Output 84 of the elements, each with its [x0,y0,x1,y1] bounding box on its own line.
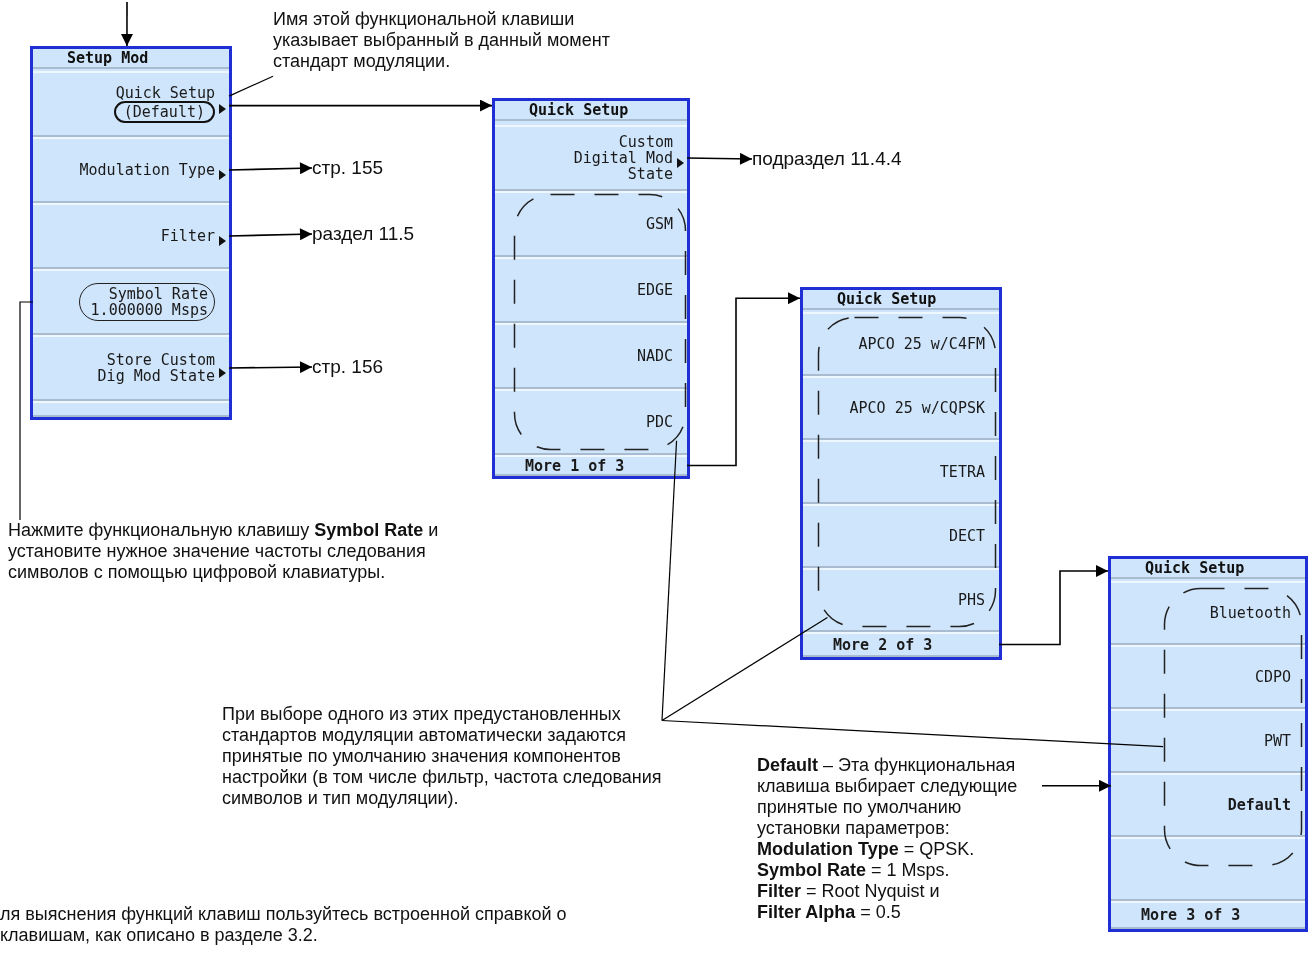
softkey-label: PDC [645,414,673,430]
arrow [686,292,801,467]
softkey-menu-panel [1108,556,1308,932]
softkey [495,389,687,455]
softkey-label: PWT [1263,733,1291,749]
softkey [495,191,687,257]
softkey [33,401,229,417]
menu-title: Quick Setup [1111,559,1305,579]
note-text: ля выяснения функций клавиш пользуйтесь встроенной справкой о клавишам, как описано в разделе 3.2. [0,904,568,946]
softkey-menu-panel [800,287,1002,660]
softkey-label: EDGE [636,282,673,298]
softkey [33,71,229,137]
callout-text: При выборе одного из этих предустановленных стандартов модуляции автоматически задаются принятые по умолчанию значения компонентов настройки (в том числе фильтр, частота следования символов и тип модуляции). [222,704,662,814]
callout-text: Имя этой функциональной клавиши указывает выбранный в данный момент стандарт модуляции. [273,9,613,89]
softkey-label: Quick Setup [115,85,215,101]
arrow [228,361,313,374]
softkey [803,312,999,376]
reference-text: стр. 155 [312,157,384,179]
softkey-label: (Default) [113,101,215,123]
softkey [495,125,687,191]
softkey-label: Custom Digital Mod State [572,134,673,182]
softkey-label: Bluetooth [1209,605,1291,621]
softkey-label: APCO 25 w/C4FM [858,336,985,352]
softkey [1111,837,1305,901]
softkey-label: GSM [645,216,673,232]
softkey [495,323,687,389]
softkey [1111,773,1305,837]
callout-text: Нажмите функциональную клавишу Symbol Rate и установите нужное значение частоты следования символов с помощью цифровой клавиатуры. [8,520,488,590]
softkey-label: DECT [948,528,985,544]
softkey [803,632,999,657]
softkey-label: More 3 of 3 [1141,907,1241,923]
arrow [1041,779,1112,792]
softkey [803,440,999,504]
dashed-outline [817,316,997,628]
softkey-label: More 2 of 3 [833,636,933,653]
reference-text: стр. 156 [312,356,384,378]
arrow [228,228,313,241]
softkey [1111,709,1305,773]
softkey-label: TETRA [939,464,985,480]
softkey-label: NADC [636,348,673,364]
softkey [33,335,229,401]
leader-line [661,440,678,722]
softkey [1111,901,1305,929]
softkey [803,568,999,632]
arrow [998,565,1109,646]
softkey [1111,581,1305,645]
menu-title: Setup Mod [33,49,229,69]
softkey [495,257,687,323]
arrow [686,152,753,165]
softkey [33,203,229,269]
dashed-outline [513,193,687,451]
softkey-menu-panel [492,98,690,479]
callout-line: Filter = Root Nyquist и [757,881,941,902]
leader-line [228,75,274,97]
leader-line [661,616,829,722]
softkey-label: Store Custom Dig Mod State [96,352,215,384]
menu-title: Quick Setup [803,290,999,310]
softkey [803,504,999,568]
leader-line [19,301,34,521]
softkey-label: Default [1227,797,1291,813]
softkey-label: More 1 of 3 [525,457,625,474]
softkey [33,269,229,335]
softkey-label: APCO 25 w/CQPSK [849,400,985,416]
menu-title: Quick Setup [495,101,687,121]
softkey [1111,645,1305,709]
callout-line: Symbol Rate = 1 Msps. [757,860,951,881]
softkey-label: Modulation Type [79,162,215,178]
arrow [228,162,313,175]
softkey-label: CDPO [1254,669,1291,685]
callout-line: Modulation Type = QPSK. [757,839,976,860]
softkey [33,137,229,203]
reference-text: раздел 11.5 [312,223,415,245]
softkey-label: PHS [957,592,985,608]
callout-line: Default – Эта функциональная клавиша выбирает следующие принятые по умолчанию установки параметров: [757,755,1019,839]
softkey-label: Filter [160,228,215,244]
reference-text: подраздел 11.4.4 [752,148,902,170]
callout-line: Filter Alpha = 0.5 [757,902,902,923]
softkey [803,376,999,440]
softkey-menu-panel [30,46,232,420]
softkey [495,455,687,476]
arrow [120,1,133,47]
dashed-outline [1163,587,1303,867]
arrow [228,99,493,112]
leader-line [661,719,1164,748]
